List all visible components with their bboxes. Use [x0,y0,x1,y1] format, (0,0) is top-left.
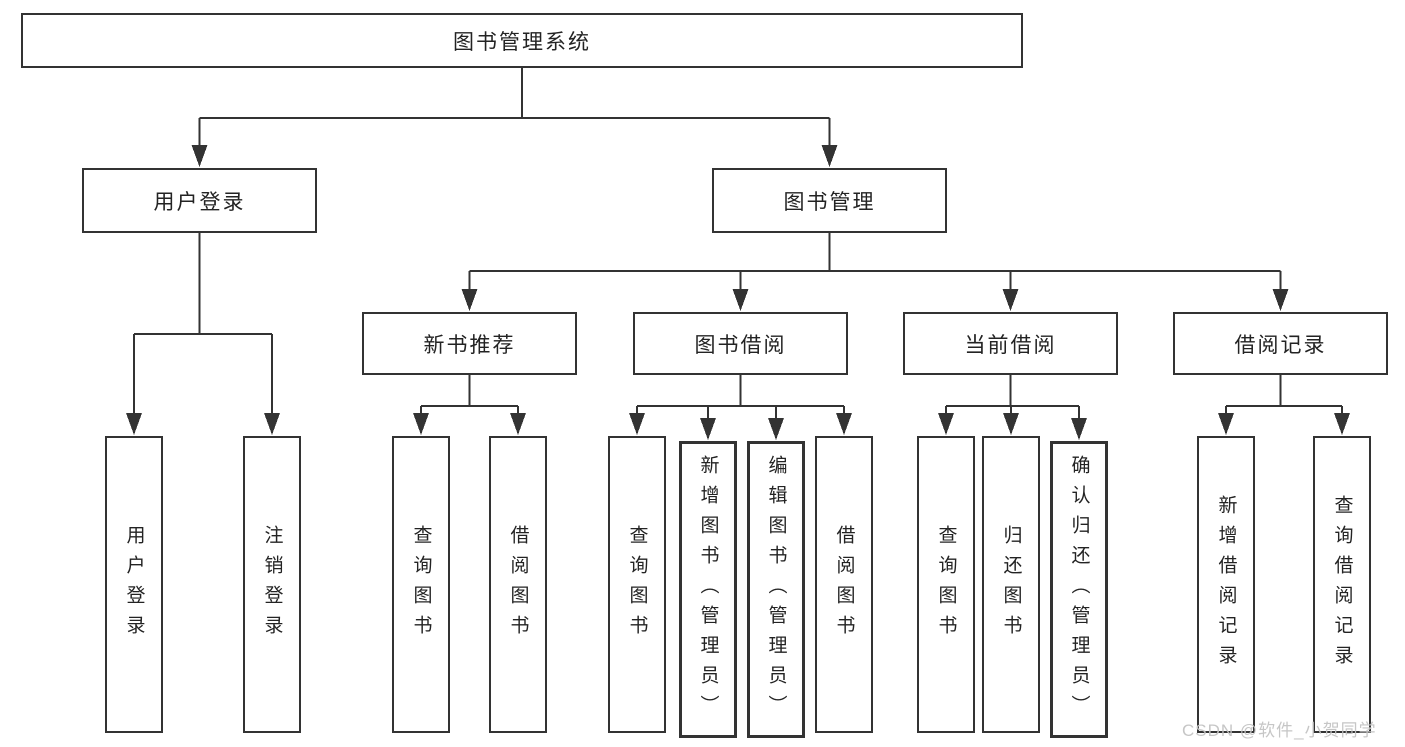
node-book-management: 图书管理 [712,168,947,233]
connector-book-management-sections [461,233,1289,311]
node-user-login: 用户登录 [82,168,317,233]
leaf-br-query-record: 查询借阅记录 [1313,436,1371,733]
arrowhead [938,413,954,435]
arrowhead [413,413,429,435]
connector-root-to-level2 [191,68,838,167]
leaf-bb-add-books-admin: 新增图书（管理员） [679,441,737,738]
leaf-br-add-record: 新增借阅记录 [1197,436,1255,733]
node-root: 图书管理系统 [21,13,1023,68]
connector-book-borrow-children [629,375,852,440]
arrowhead [1272,289,1289,311]
arrowhead [732,289,749,311]
connector-current-borrow-children [938,375,1087,440]
arrowhead [1003,413,1019,435]
arrowhead [191,145,208,167]
leaf-nb-query-books: 查询图书 [392,436,450,733]
arrowhead [1071,418,1087,440]
arrowhead [1218,413,1234,435]
leaf-bb-edit-books-admin: 编辑图书（管理员） [747,441,805,738]
node-new-book-recommend: 新书推荐 [362,312,577,375]
arrowhead [126,413,142,435]
arrowhead [821,145,838,167]
arrowhead [836,413,852,435]
arrowhead [510,413,526,435]
connector-user-login-children [126,233,280,435]
leaf-cb-return-books: 归还图书 [982,436,1040,733]
leaf-user-login: 用户登录 [105,436,163,733]
connector-borrow-records-children [1218,375,1350,435]
arrowhead [1334,413,1350,435]
leaf-logout: 注销登录 [243,436,301,733]
arrowhead [1002,289,1019,311]
leaf-bb-query-books: 查询图书 [608,436,666,733]
leaf-cb-confirm-return-admin: 确认归还（管理员） [1050,441,1108,738]
arrowhead [700,418,716,440]
arrowhead [768,418,784,440]
connector-new-book-recommend-children [413,375,526,435]
arrowhead [264,413,280,435]
leaf-cb-query-books: 查询图书 [917,436,975,733]
arrowhead [629,413,645,435]
leaf-nb-borrow-books: 借阅图书 [489,436,547,733]
node-current-borrow: 当前借阅 [903,312,1118,375]
leaf-bb-borrow-books: 借阅图书 [815,436,873,733]
node-borrow-records: 借阅记录 [1173,312,1388,375]
node-book-borrow: 图书借阅 [633,312,848,375]
watermark: CSDN @软件_小贺同学 [1182,721,1377,740]
arrowhead [461,289,478,311]
